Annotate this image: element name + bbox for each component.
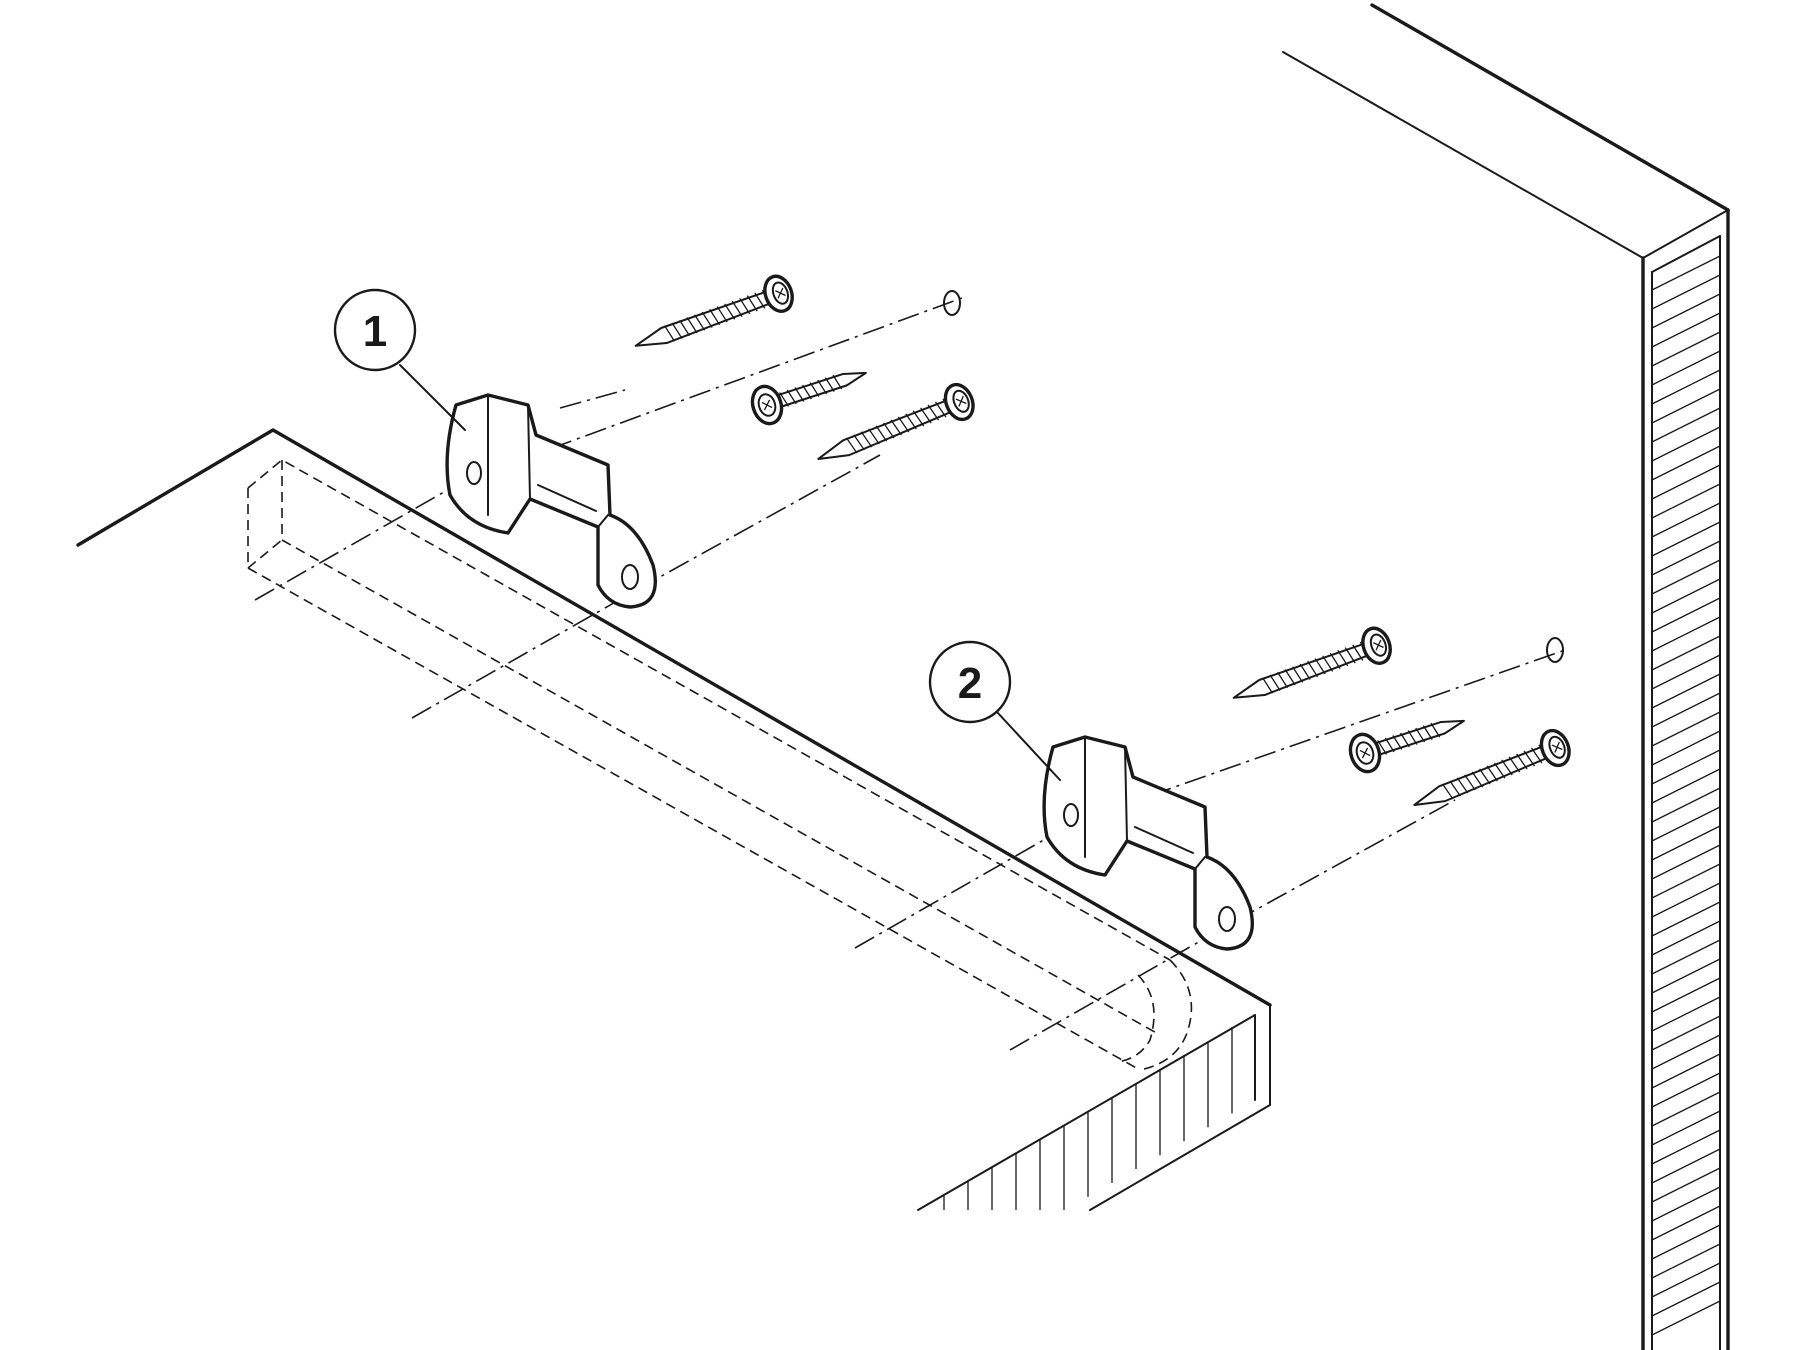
drill-hole-marker	[943, 290, 961, 316]
wall-edge-hatching	[1651, 255, 1721, 1336]
shelf-edge-hatching	[943, 1027, 1233, 1210]
bracket-icon	[445, 393, 658, 609]
screw-icon	[746, 353, 874, 430]
bracket-assembly-2	[1042, 622, 1576, 951]
shelf-panel	[76, 428, 1272, 1211]
callout-label: 2	[958, 659, 982, 708]
screw-icon	[1405, 724, 1576, 824]
callout-1: 1	[333, 288, 466, 431]
assembly-axes	[254, 297, 1566, 1051]
screw-icon	[1344, 701, 1472, 778]
wall-panel	[1282, 3, 1730, 1350]
drill-hole-marker	[1546, 637, 1564, 663]
bracket-assembly-1	[445, 270, 980, 609]
screw-icon	[809, 378, 980, 478]
screw-icon	[627, 270, 799, 365]
screw-icon	[1225, 622, 1397, 717]
bracket-icon	[1042, 735, 1255, 951]
callout-label: 1	[363, 307, 387, 356]
callout-2: 2	[928, 640, 1061, 781]
